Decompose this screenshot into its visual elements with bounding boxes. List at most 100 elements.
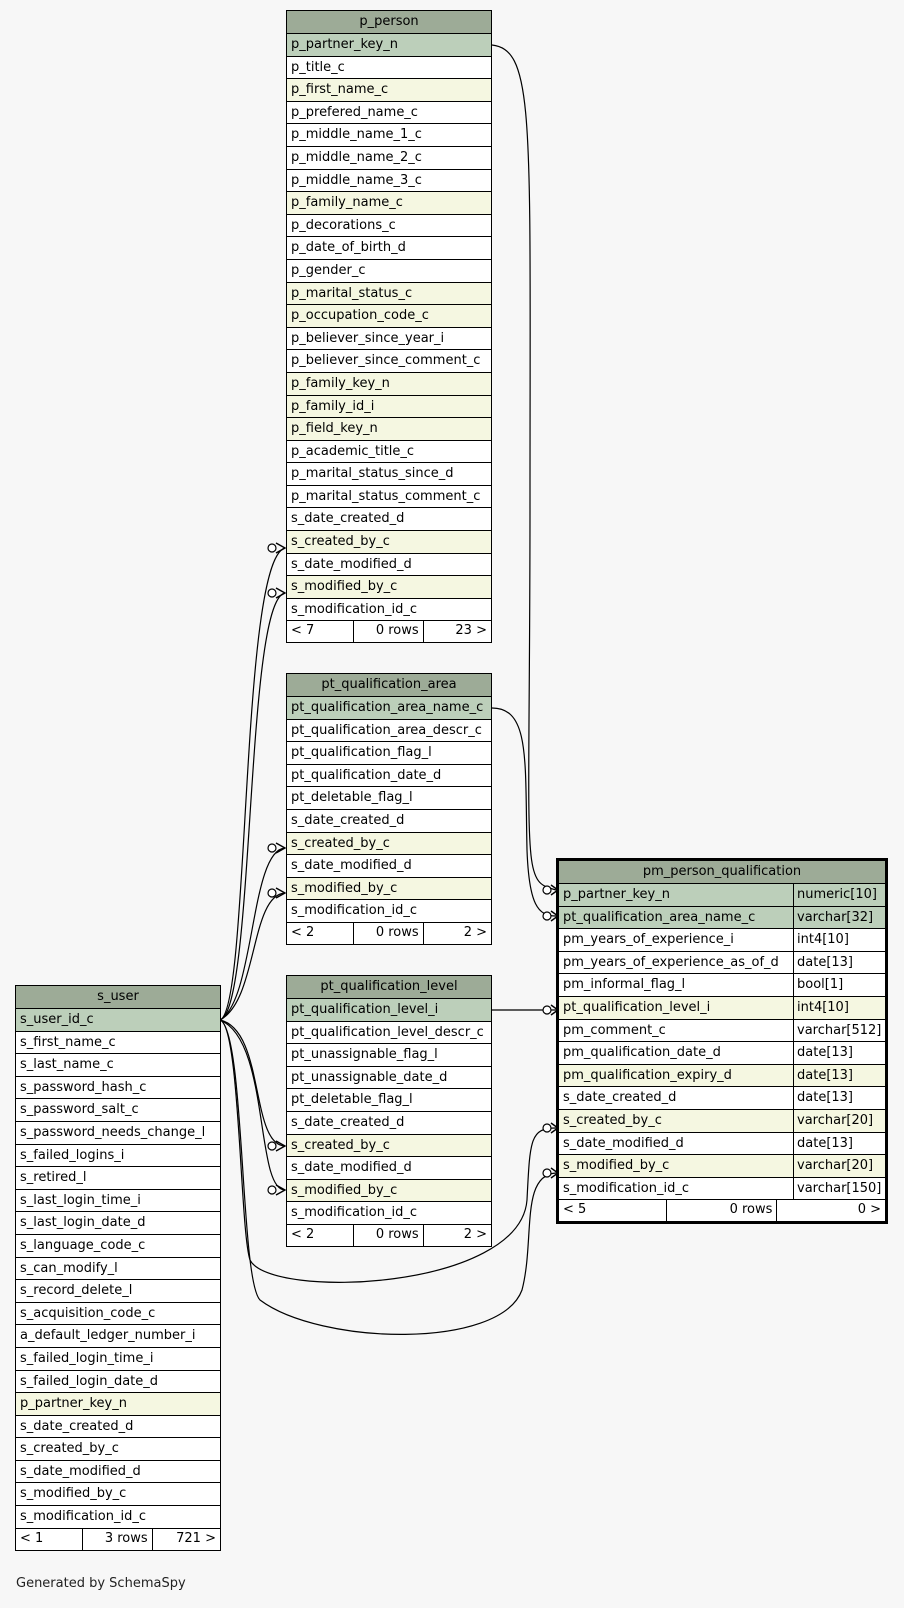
column-row[interactable]: s_failed_login_date_d [16,1371,220,1394]
column-row[interactable]: s_last_name_c [16,1054,220,1077]
column-row[interactable]: s_password_needs_change_l [16,1122,220,1145]
column-row[interactable]: s_modified_by_c [287,1179,491,1203]
column-row[interactable]: p_marital_status_since_d [287,463,491,486]
column-row[interactable]: s_date_modified_d [287,855,491,878]
column-row[interactable]: s_first_name_c [16,1032,220,1055]
column-row[interactable]: s_date_modified_d [287,1157,491,1180]
column-row[interactable]: s_date_created_d [287,508,491,532]
column-row[interactable]: s_password_hash_c [16,1077,220,1100]
column-row[interactable]: s_created_by_c [287,531,491,554]
column-row[interactable]: a_default_ledger_number_i [16,1325,220,1348]
column-row[interactable]: p_marital_status_c [287,282,491,306]
column-row[interactable]: s_date_created_d [16,1416,220,1439]
column-row[interactable]: s_can_modify_l [16,1258,220,1281]
column-row[interactable]: pt_deletable_flag_l [287,1089,491,1112]
column-row[interactable]: p_first_name_c [287,79,491,102]
column-name: p_middle_name_1_c [291,127,422,143]
column-row[interactable]: pt_unassignable_flag_l [287,1044,491,1067]
column-row[interactable]: p_middle_name_3_c [287,170,491,193]
column-row[interactable]: s_created_by_c [16,1438,220,1461]
column-row[interactable]: pt_qualification_level_descr_c [287,1022,491,1045]
edge-user-level-created [219,1019,286,1147]
column-row[interactable]: p_believer_since_year_i [287,328,491,351]
column-name: s_retired_l [20,1170,87,1186]
column-row[interactable]: pt_qualification_flag_l [287,742,491,765]
column-name: p_family_key_n [291,375,390,391]
column-row[interactable]: p_family_id_i [287,395,491,419]
column-row[interactable]: s_modification_id_c [287,599,491,622]
column-row[interactable]: p_academic_title_c [287,441,491,464]
column-row[interactable]: s_modification_id_c [16,1506,220,1529]
column-row[interactable]: s_created_by_c [287,832,491,856]
column-name: s_failed_login_time_i [20,1350,154,1366]
column-row[interactable]: pt_deletable_flag_l [287,787,491,810]
column-row[interactable]: s_last_login_time_i [16,1190,220,1213]
column-type: bool[1] [793,974,885,996]
column-row[interactable]: p_decorations_c [287,215,491,238]
column-row[interactable]: s_date_created_d [287,1112,491,1135]
column-row[interactable]: pt_qualification_area_descr_c [287,720,491,743]
column-row[interactable]: s_last_login_date_d [16,1212,220,1235]
column-row[interactable]: s_date_modified_d [16,1461,220,1484]
column-row[interactable]: s_user_id_c [16,1009,220,1032]
column-row[interactable]: p_partner_key_n [287,34,491,57]
column-row[interactable]: p_date_of_birth_d [287,237,491,260]
column-row[interactable]: pt_qualification_area_name_c [287,697,491,720]
column-row[interactable]: p_partner_key_n [16,1393,220,1416]
column-row[interactable]: p_gender_c [287,260,491,283]
column-row[interactable]: p_marital_status_comment_c [287,486,491,509]
column-row[interactable]: p_believer_since_comment_c [287,350,491,373]
column-row[interactable]: p_middle_name_2_c [287,147,491,170]
column-row[interactable]: s_record_delete_l [16,1280,220,1303]
column-row[interactable]: s_date_modified_d [287,554,491,577]
column-row[interactable]: s_modified_by_c [287,877,491,901]
column-row[interactable]: s_modified_by_c [287,576,491,599]
edge-end-circle [542,1123,552,1133]
column-row[interactable]: p_prefered_name_c [287,102,491,125]
column-row[interactable]: s_acquisition_code_c [16,1303,220,1326]
column-row[interactable]: s_created_by_c [287,1134,491,1158]
column-row[interactable]: p_field_key_n [287,418,491,441]
column-row[interactable]: s_modified_by_c [16,1483,220,1507]
column-row[interactable]: s_language_code_c [16,1235,220,1258]
column-row[interactable]: s_password_salt_c [16,1099,220,1122]
column-row[interactable]: s_failed_login_time_i [16,1348,220,1371]
edge-user-pmq-created [219,1019,557,1283]
column-row[interactable]: p_middle_name_1_c [287,124,491,147]
column-row[interactable]: pt_unassignable_date_d [287,1067,491,1090]
column-name: s_modified_by_c [20,1486,127,1502]
column-row[interactable]: p_title_c [287,57,491,80]
column-row[interactable]: s_failed_logins_i [16,1145,220,1168]
column-type: varchar[150] [793,1177,885,1200]
row-count: 0 rows [354,621,424,643]
column-row[interactable]: p_family_key_n [287,372,491,396]
column-row[interactable]: s_date_created_d [287,810,491,833]
column-row[interactable]: p_occupation_code_c [287,305,491,328]
column-row[interactable]: pt_qualification_date_d [287,765,491,788]
column-row[interactable]: s_modification_id_c [287,900,491,923]
column-row[interactable]: p_family_name_c [287,192,491,215]
column-row[interactable]: pt_qualification_level_i [287,999,491,1022]
column-row[interactable]: s_modification_id_c [287,1202,491,1225]
column-row[interactable]: s_retired_l [16,1167,220,1190]
column-name: s_date_modified_d [291,556,412,572]
